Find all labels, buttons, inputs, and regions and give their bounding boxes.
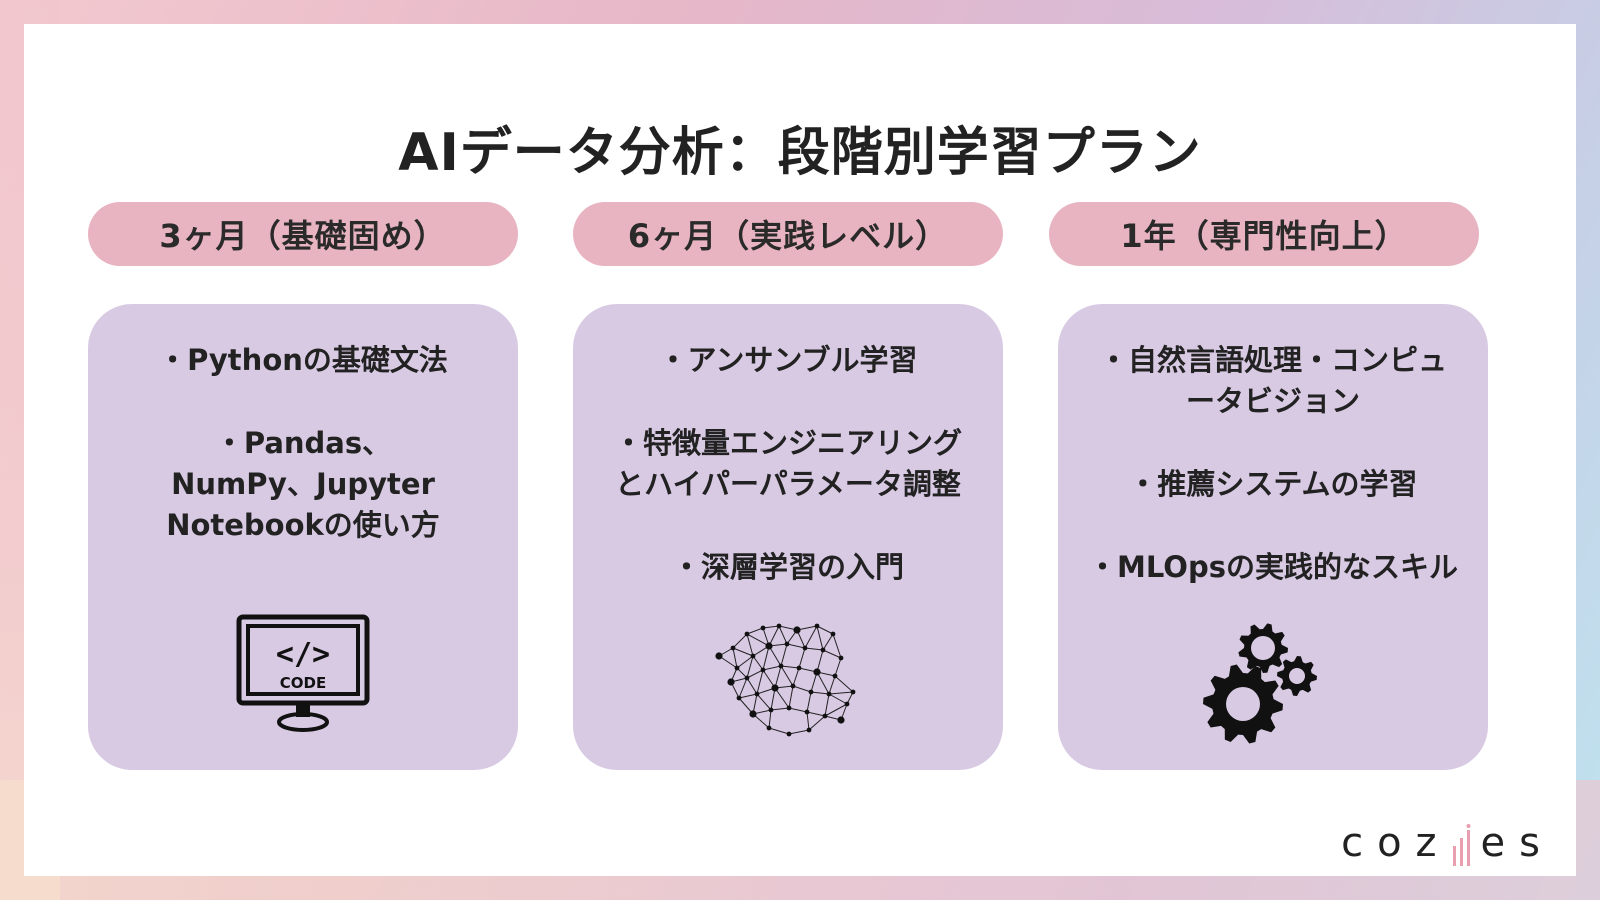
card-item-nlp-cv: ・自然言語処理・コンピュータビジョン [1098, 343, 1447, 418]
gears-icon [1203, 622, 1323, 750]
gear-small-icon [1277, 656, 1317, 696]
phase-pill-6-months: 6ヶ月（実践レベル） [573, 202, 1003, 266]
phase-card-items: ・自然言語処理・コンピュータビジョン ・推薦システムの学習 ・MLOpsの実践的… [1068, 340, 1478, 630]
neural-network-icon [713, 620, 863, 744]
card-item-feature-engineering: ・特徴量エンジニアリングとハイパーパラメータ調整 [613, 426, 962, 501]
gear-large-icon [1203, 664, 1283, 744]
cozzies-logo: coz es [1341, 820, 1554, 866]
slide-sheet: AIデータ分析：段階別学習プラン 3ヶ月（基礎固め） ・Pythonの基礎文法 … [24, 24, 1576, 876]
phase-card-1-year: ・自然言語処理・コンピュータビジョン ・推薦システムの学習 ・MLOpsの実践的… [1058, 304, 1488, 770]
card-item-deep-learning: ・深層学習の入門 [671, 550, 904, 584]
card-item-python-basics: ・Pythonの基礎文法 [158, 343, 448, 377]
phase-card-items: ・Pythonの基礎文法 ・Pandas、NumPy、Jupyter Noteb… [98, 340, 508, 588]
monitor-code-icon: </> CODE [236, 614, 370, 738]
gear-medium-icon [1238, 623, 1288, 673]
phase-card-3-months: ・Pythonの基礎文法 ・Pandas、NumPy、Jupyter Noteb… [88, 304, 518, 770]
code-label: CODE [280, 674, 326, 692]
phase-pill-1-year: 1年（専門性向上） [1049, 202, 1479, 266]
logo-text-right: es [1480, 820, 1554, 866]
card-item-mlops: ・MLOpsの実践的なスキル [1088, 550, 1458, 584]
card-item-ensemble: ・アンサンブル学習 [658, 343, 918, 377]
card-item-recommender: ・推薦システムの学習 [1128, 467, 1418, 501]
phase-pill-3-months: 3ヶ月（基礎固め） [88, 202, 518, 266]
code-symbol: </> [276, 637, 330, 672]
slide-title: AIデータ分析：段階別学習プラン [398, 123, 1202, 183]
card-item-pandas-numpy: ・Pandas、NumPy、Jupyter Notebookの使い方 [166, 426, 440, 542]
phase-card-items: ・アンサンブル学習 ・特徴量エンジニアリングとハイパーパラメータ調整 ・深層学習… [583, 340, 993, 630]
phase-card-6-months: ・アンサンブル学習 ・特徴量エンジニアリングとハイパーパラメータ調整 ・深層学習… [573, 304, 1003, 770]
logo-bars-icon [1451, 824, 1473, 866]
logo-text-left: coz [1341, 820, 1451, 866]
